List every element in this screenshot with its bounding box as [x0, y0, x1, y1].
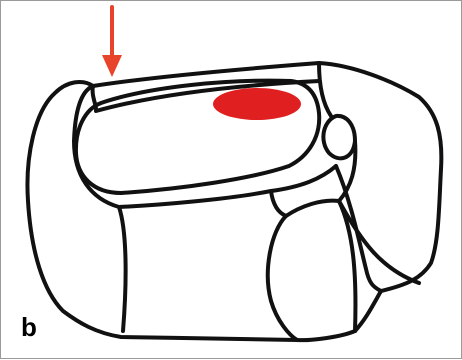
- lesion-highlight: [213, 88, 301, 120]
- right-knob: [323, 116, 355, 158]
- panel-label: b: [21, 312, 37, 342]
- arrow-indicator: [102, 7, 122, 77]
- right-lower-bone: [336, 166, 381, 291]
- center-separation: [286, 201, 355, 331]
- arrow-head: [102, 55, 122, 77]
- lower-left-line: [119, 166, 336, 207]
